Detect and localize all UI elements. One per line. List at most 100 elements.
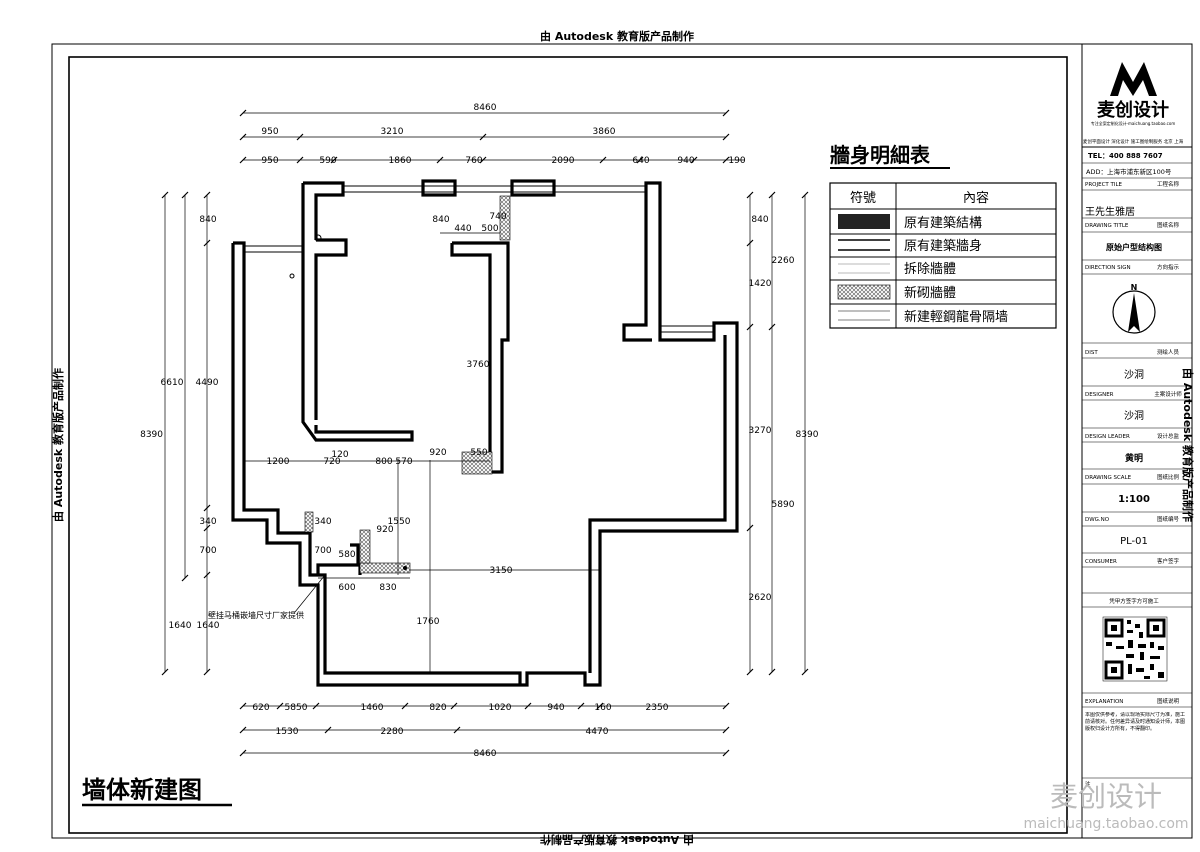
svg-text:1760: 1760 [417,617,440,627]
svg-text:1550: 1550 [388,517,411,527]
notes-text: 本图仅供参考，请以现场实际尺寸为准，施工前请核对。任何差异请及时通知设计师，本图… [1085,712,1186,732]
svg-text:950: 950 [261,156,278,166]
brand-name: 麦创设计 [1097,99,1169,121]
svg-text:1200: 1200 [267,457,290,467]
svg-text:760: 760 [465,156,482,166]
svg-text:340: 340 [314,517,331,527]
svg-text:2090: 2090 [552,156,575,166]
new-wall [359,562,411,574]
svg-text:550: 550 [470,448,487,458]
svg-text:840: 840 [432,215,449,225]
svg-text:设计总监: 设计总监 [1157,432,1180,440]
right-dimensions: 840 1420 3270 2620 2260 5890 8390 [746,191,819,676]
new-wall [304,511,314,533]
svg-text:沙洞: 沙洞 [1124,410,1144,422]
svg-text:4470: 4470 [586,727,609,737]
svg-text:DRAWING TITLE: DRAWING TITLE [1085,223,1129,229]
svg-text:820: 820 [429,703,446,713]
brand-logo-icon [1110,62,1157,96]
svg-text:新建輕鋼龍骨隔墙: 新建輕鋼龍骨隔墙 [904,309,1008,325]
svg-text:图纸名称: 图纸名称 [1157,221,1180,229]
svg-text:1020: 1020 [489,703,512,713]
url-watermark: maichuang.taobao.com [1023,816,1188,832]
svg-text:1640: 1640 [169,621,192,631]
toilet-annotation: 壁挂马桶嵌墙尺寸厂家提供 [208,610,304,620]
inner-frame [68,56,1068,834]
svg-text:700: 700 [314,546,331,556]
drawing-scale: 1:100 [1118,494,1150,505]
svg-text:920: 920 [429,448,446,458]
left-dimensions: 8390 6610 1640 840 4490 340 700 1640 [140,191,220,676]
svg-text:拆除牆體: 拆除牆體 [904,262,956,277]
new-wall [499,195,511,241]
svg-text:940: 940 [547,703,564,713]
svg-text:DIST: DIST [1085,350,1098,356]
dim-top-total: 8460 [474,103,497,113]
svg-text:PROJECT TILE: PROJECT TILE [1085,182,1123,188]
svg-text:ADD：上海市浦东新区100号: ADD：上海市浦东新区100号 [1086,167,1172,176]
svg-text:凭甲方签字方可施工: 凭甲方签字方可施工 [1109,597,1159,605]
svg-text:440: 440 [454,224,471,234]
svg-text:2260: 2260 [772,256,795,266]
svg-text:920: 920 [376,525,393,535]
watermark-bottom: 由 Autodesk 教育版产品制作 [540,833,694,847]
svg-text:500: 500 [481,224,498,234]
svg-text:1530: 1530 [276,727,299,737]
svg-text:专注全案定制化设计·maichuang.taobao.com: 专注全案定制化设计·maichuang.taobao.com [1091,120,1176,126]
svg-text:8460: 8460 [474,749,497,759]
svg-text:4490: 4490 [196,378,219,388]
svg-text:6610: 6610 [161,378,184,388]
svg-text:CONSUMER: CONSUMER [1085,559,1117,565]
svg-text:原有建築牆身: 原有建築牆身 [904,238,982,254]
svg-text:1860: 1860 [389,156,412,166]
legend-title: 牆身明細表 [830,143,931,167]
legend-swatch-solid [838,214,890,229]
svg-text:950: 950 [261,127,278,137]
svg-text:原始户型结构图: 原始户型结构图 [1106,242,1162,252]
svg-text:图纸说明: 图纸说明 [1157,697,1180,705]
new-wall [359,529,371,564]
svg-text:EXPLANATION: EXPLANATION [1085,699,1123,705]
bottom-dimensions: 620 5850 1460 820 1020 940 160 2350 1530… [239,702,730,759]
svg-text:3270: 3270 [749,426,772,436]
svg-text:800: 800 [375,457,392,467]
legend-swatch-hatch [837,284,891,300]
svg-text:测绘人员: 测绘人员 [1157,348,1180,356]
svg-text:8390: 8390 [140,430,163,440]
svg-text:720: 720 [323,457,340,467]
watermark-top: 由 Autodesk 教育版产品制作 [540,29,694,43]
svg-text:3210: 3210 [381,127,404,137]
svg-text:DESIGN LEADER: DESIGN LEADER [1085,434,1130,440]
svg-text:1420: 1420 [749,279,772,289]
svg-text:830: 830 [379,583,396,593]
svg-text:DIRECTION SIGN: DIRECTION SIGN [1085,265,1131,271]
new-wall [461,451,493,475]
svg-text:沙洞: 沙洞 [1124,369,1144,381]
svg-text:工程名称: 工程名称 [1157,180,1180,188]
svg-text:160: 160 [594,703,611,713]
svg-text:740: 740 [489,212,506,222]
svg-text:注: 注 [1085,780,1091,788]
watermark-right: 由 Autodesk 教育版产品制作 [1181,368,1195,522]
outer-frame [51,43,1193,839]
svg-text:2350: 2350 [646,703,669,713]
svg-text:1460: 1460 [361,703,384,713]
svg-text:主案设计师: 主案设计师 [1154,390,1182,398]
svg-text:570: 570 [395,457,412,467]
svg-text:600: 600 [338,583,355,593]
svg-text:图纸比例: 图纸比例 [1157,473,1180,481]
svg-text:840: 840 [199,215,216,225]
svg-text:940: 940 [677,156,694,166]
svg-text:N: N [1131,283,1138,292]
top-dimensions: 8460 950 3210 3860 950 590 1860 760 2090… [239,103,746,166]
drawing-title: 墙体新建图 [82,776,202,804]
svg-text:新砌牆體: 新砌牆體 [904,285,956,301]
svg-text:图纸编号: 图纸编号 [1157,515,1180,523]
svg-text:580: 580 [338,550,355,560]
svg-text:1640: 1640 [197,621,220,631]
svg-text:700: 700 [199,546,216,556]
svg-text:620: 620 [252,703,269,713]
drawing-number: PL-01 [1120,536,1148,547]
svg-text:方向指示: 方向指示 [1157,263,1180,271]
